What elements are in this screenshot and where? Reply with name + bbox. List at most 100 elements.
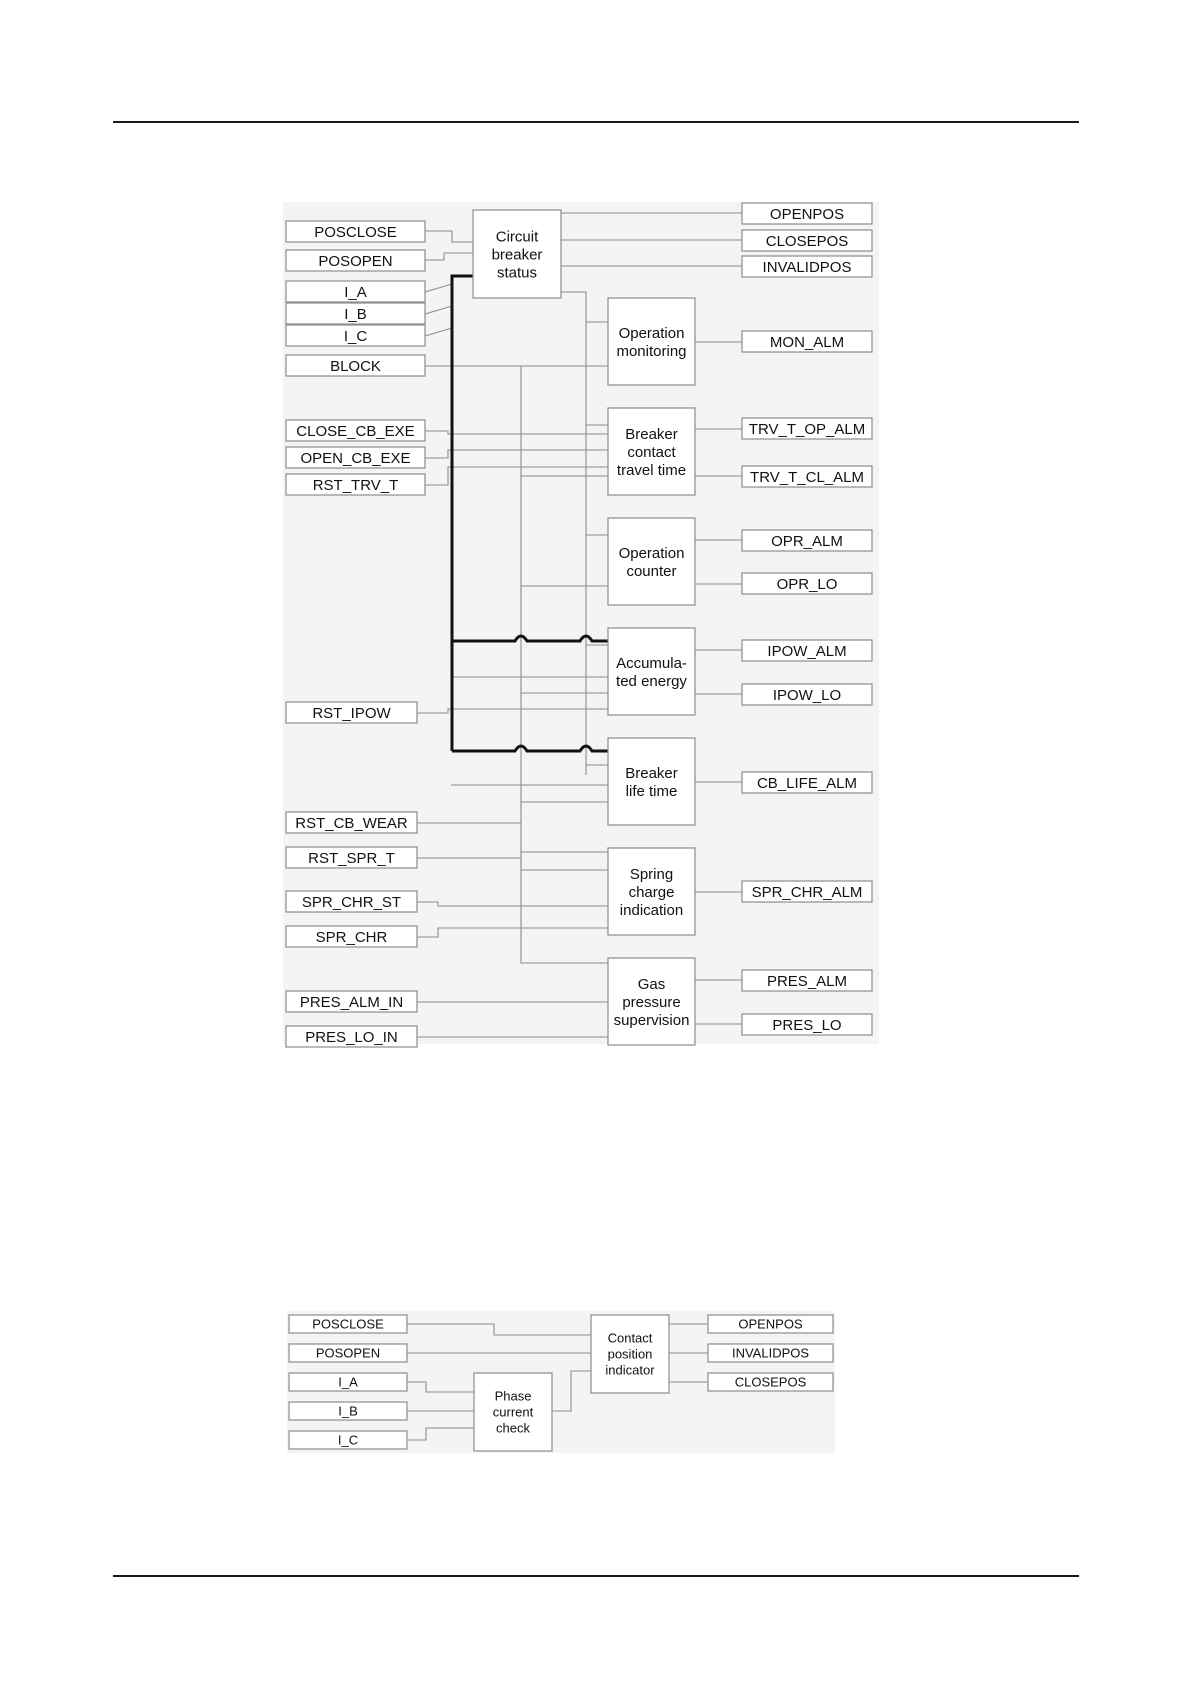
output-closepos: CLOSEPOS: [741, 229, 873, 252]
input-spr-chr-label: SPR_CHR: [316, 929, 388, 946]
function-block-operation-monitoring-line: Operation: [619, 325, 685, 342]
input-pres-lo-in-label: PRES_LO_IN: [305, 1029, 398, 1046]
input-rst-trv-t-label: RST_TRV_T: [313, 477, 399, 494]
output-trv-t-cl-alm-label: TRV_T_CL_ALM: [750, 469, 864, 486]
input-i-a: I_A: [285, 280, 426, 303]
b-function-block-contact-position-indicator-line: Contact: [608, 1331, 653, 1346]
function-block-operation-counter-line: counter: [626, 563, 676, 580]
b-output-closepos: CLOSEPOS: [707, 1372, 834, 1392]
function-block-circuit-breaker-status-line: breaker: [492, 246, 543, 263]
output-opr-alm: OPR_ALM: [741, 529, 873, 552]
input-open-cb-exe-label: OPEN_CB_EXE: [300, 450, 410, 467]
input-spr-chr-st: SPR_CHR_ST: [285, 890, 418, 913]
output-trv-t-op-alm-label: TRV_T_OP_ALM: [749, 421, 865, 438]
output-pres-lo: PRES_LO: [741, 1013, 873, 1036]
function-block-operation-monitoring-line: monitoring: [616, 343, 686, 360]
function-block-circuit-breaker-status-line: status: [497, 264, 537, 281]
b-function-block-phase-current-check-line: check: [496, 1421, 530, 1436]
output-spr-chr-alm: SPR_CHR_ALM: [741, 880, 873, 903]
input-rst-cb-wear-label: RST_CB_WEAR: [295, 815, 408, 832]
b-function-block-phase-current-check-line: Phase: [495, 1389, 532, 1404]
input-open-cb-exe: OPEN_CB_EXE: [285, 446, 426, 469]
function-block-breaker-contact-travel-time-line: contact: [627, 444, 676, 461]
b-input-i-c-label: I_C: [338, 1433, 358, 1448]
b-output-openpos: OPENPOS: [707, 1314, 834, 1334]
function-block-accumula-ted-energy: Accumula-ted energy: [607, 627, 696, 716]
output-trv-t-cl-alm: TRV_T_CL_ALM: [741, 465, 873, 488]
b-input-i-c: I_C: [288, 1430, 408, 1450]
footer-rule: [113, 1575, 1079, 1577]
b-output-closepos-label: CLOSEPOS: [735, 1375, 807, 1390]
function-block-spring-charge-indication-line: Spring: [630, 866, 673, 883]
output-pres-lo-label: PRES_LO: [772, 1017, 841, 1034]
output-opr-alm-label: OPR_ALM: [771, 533, 843, 550]
input-rst-spr-t: RST_SPR_T: [285, 846, 418, 869]
b-output-openpos-label: OPENPOS: [738, 1317, 803, 1332]
output-opr-lo-label: OPR_LO: [777, 576, 838, 593]
input-pres-lo-in: PRES_LO_IN: [285, 1025, 418, 1048]
function-block-operation-counter-line: Operation: [619, 545, 685, 562]
function-block-accumula-ted-energy-line: ted energy: [616, 673, 687, 690]
b-input-i-b: I_B: [288, 1401, 408, 1421]
output-ipow-alm: IPOW_ALM: [741, 639, 873, 662]
input-block: BLOCK: [285, 354, 426, 377]
input-posclose: POSCLOSE: [285, 220, 426, 243]
signal-wiring: [417, 212, 742, 1038]
b-function-block-phase-current-check-line: current: [493, 1405, 534, 1420]
input-i-b-label: I_B: [344, 306, 367, 323]
output-opr-lo: OPR_LO: [741, 572, 873, 595]
output-cb-life-alm-label: CB_LIFE_ALM: [757, 775, 857, 792]
b-input-posclose-label: POSCLOSE: [312, 1317, 384, 1332]
input-close-cb-exe-label: CLOSE_CB_EXE: [296, 423, 414, 440]
b-output-invalidpos: INVALIDPOS: [707, 1343, 834, 1363]
input-rst-cb-wear: RST_CB_WEAR: [285, 811, 418, 834]
b-input-posclose: POSCLOSE: [288, 1314, 408, 1334]
b-output-invalidpos-label: INVALIDPOS: [732, 1346, 809, 1361]
b-input-i-a: I_A: [288, 1372, 408, 1392]
function-block-breaker-contact-travel-time-line: Breaker: [625, 426, 678, 443]
input-i-a-label: I_A: [344, 284, 367, 301]
input-block-label: BLOCK: [330, 358, 381, 375]
output-ipow-alm-label: IPOW_ALM: [767, 643, 846, 660]
output-trv-t-op-alm: TRV_T_OP_ALM: [741, 417, 873, 440]
function-block-breaker-contact-travel-time-line: travel time: [617, 462, 686, 479]
input-pres-alm-in: PRES_ALM_IN: [285, 990, 418, 1013]
function-block-breaker-life-time-line: life time: [626, 783, 678, 800]
input-posopen-label: POSOPEN: [318, 253, 392, 270]
b-function-block-contact-position-indicator-line: position: [608, 1347, 653, 1362]
output-pres-alm-label: PRES_ALM: [767, 973, 847, 990]
output-invalidpos-label: INVALIDPOS: [763, 259, 852, 276]
input-rst-spr-t-label: RST_SPR_T: [308, 850, 395, 867]
current-bus: [450, 274, 608, 753]
b-input-i-b-label: I_B: [338, 1404, 358, 1419]
function-block-circuit-breaker-status-line: Circuit: [496, 228, 539, 245]
output-mon-alm: MON_ALM: [741, 330, 873, 353]
function-block-spring-charge-indication-line: indication: [620, 902, 683, 919]
function-block-gas-pressure-supervision-line: pressure: [622, 994, 680, 1011]
function-block-accumula-ted-energy-line: Accumula-: [616, 655, 687, 672]
input-pres-alm-in-label: PRES_ALM_IN: [300, 994, 403, 1011]
input-rst-ipow: RST_IPOW: [285, 701, 418, 724]
output-mon-alm-label: MON_ALM: [770, 334, 844, 351]
output-openpos-label: OPENPOS: [770, 206, 844, 223]
output-spr-chr-alm-label: SPR_CHR_ALM: [752, 884, 863, 901]
input-posclose-label: POSCLOSE: [314, 224, 397, 241]
input-posopen: POSOPEN: [285, 249, 426, 272]
function-block-breaker-life-time-line: Breaker: [625, 765, 678, 782]
output-cb-life-alm: CB_LIFE_ALM: [741, 771, 873, 794]
input-rst-trv-t: RST_TRV_T: [285, 473, 426, 496]
input-spr-chr: SPR_CHR: [285, 925, 418, 948]
function-block-gas-pressure-supervision-line: Gas: [638, 976, 666, 993]
input-close-cb-exe: CLOSE_CB_EXE: [285, 419, 426, 442]
function-block-spring-charge-indication-line: charge: [629, 884, 675, 901]
